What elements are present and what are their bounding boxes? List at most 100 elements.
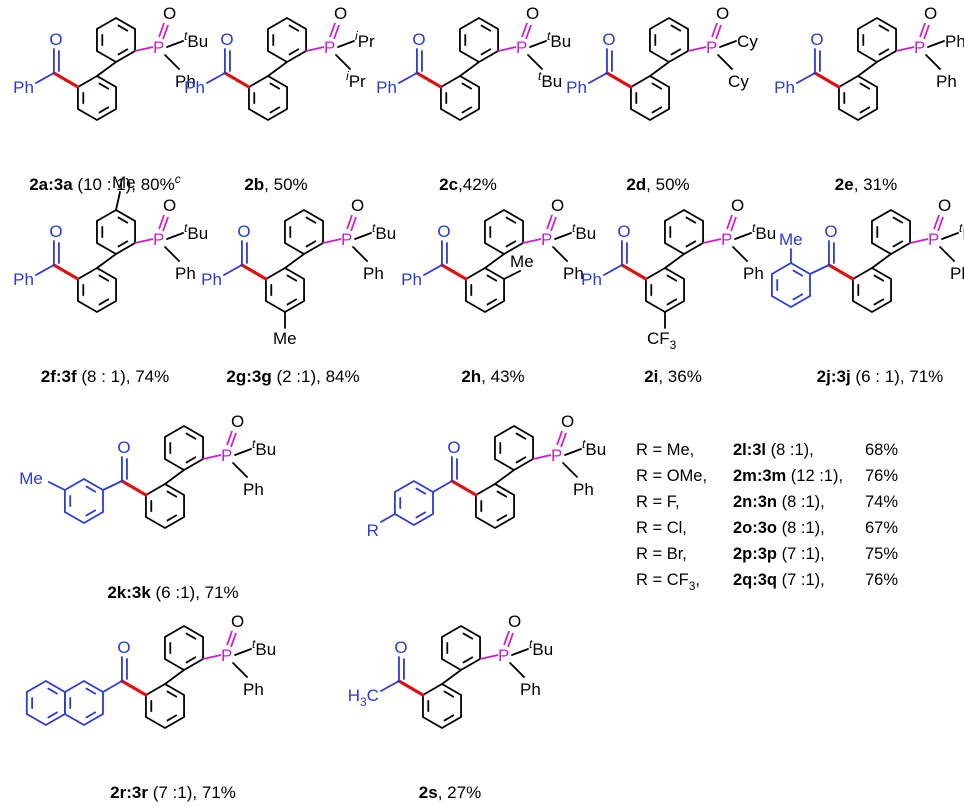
bond-line [496, 514, 508, 522]
r-group-table: R = Me,2l:3l (8 :1),68%R = OMe,2m:3m (12… [636, 441, 898, 593]
bond-line [380, 680, 400, 692]
phosphorus-atom: P [541, 230, 552, 249]
r-table-substituent: R = CF3, [636, 571, 700, 593]
carbonyl-oxygen: O [117, 438, 130, 457]
r-table-substituent: R = F, [636, 493, 680, 511]
p-substituent-1: tBu [252, 637, 276, 659]
bond-line [117, 240, 129, 248]
bond-line [603, 264, 623, 276]
compound-caption: 2f:3f (8 : 1), 74% [41, 367, 170, 386]
p-substituent-1: tBu [547, 29, 571, 51]
bond-line [52, 71, 80, 89]
p-substituent-1: tBu [252, 437, 276, 459]
bond-line [202, 654, 222, 660]
bond-line [479, 654, 499, 660]
bond-line [859, 82, 871, 90]
carbonyl-oxygen: O [824, 222, 837, 241]
r-table-ratio: 2l:3l (8 :1), [733, 441, 814, 459]
bond-line [134, 46, 154, 52]
p-substituent-1: tBu [582, 437, 606, 459]
p-substituent-2: Ph [175, 72, 196, 91]
bond-line [206, 72, 226, 84]
r-table-substituent: R = Cl, [636, 519, 687, 537]
bond-line [527, 54, 543, 70]
bond-line [461, 82, 473, 90]
bond-line [134, 238, 154, 244]
bond-line [47, 711, 58, 719]
compound-caption: 2d, 50% [626, 175, 689, 194]
bond-line [288, 24, 300, 32]
bond-line [96, 61, 117, 77]
p-substituent-2: Ph [243, 680, 264, 699]
phosphorus-atom: P [721, 230, 732, 249]
bond-line [166, 232, 184, 240]
bond-line [98, 106, 110, 114]
bond-line [47, 481, 66, 491]
naphthyl-ring-b [25, 679, 66, 727]
r-substituent: R [367, 521, 379, 540]
phosphorus-atom: P [516, 38, 527, 57]
r-table-substituent: R = Br, [636, 545, 687, 563]
bond-line [164, 246, 180, 262]
bond-line [459, 61, 480, 77]
bond-line [813, 71, 841, 89]
bond-line [329, 22, 336, 38]
r-table-yield: 67% [865, 519, 898, 537]
p-substituent-1: iPr [355, 29, 375, 51]
bond-line [486, 298, 498, 306]
bond-line [702, 238, 722, 244]
bond-line [562, 462, 578, 478]
bond-line [85, 711, 97, 719]
phosphorus-atom: P [221, 646, 232, 665]
carbonyl-oxygen: O [447, 438, 460, 457]
bond-line [102, 480, 123, 491]
compound-caption: 2s, 27% [419, 783, 481, 802]
methyl-group: Me [112, 173, 136, 192]
bond-line [554, 232, 572, 240]
bond-line [525, 24, 532, 40]
bond-line [185, 632, 197, 640]
bond-line [230, 632, 237, 648]
phosphorus-atom: P [551, 446, 562, 465]
phosphoryl-oxygen: O [163, 196, 176, 215]
bond-line [719, 40, 737, 48]
bond-line [333, 24, 340, 40]
bond-line [732, 246, 748, 262]
bond-line [859, 106, 871, 114]
bond-line [827, 263, 855, 281]
phosphorus-atom: P [498, 646, 509, 665]
r-table-ratio: 2p:3p (7 :1), [733, 545, 825, 563]
bond-line [892, 216, 904, 224]
bond-line [440, 263, 468, 281]
bond-line [443, 690, 455, 698]
carbonyl-oxygen: O [220, 30, 233, 49]
phosphoryl-oxygen: O [924, 4, 937, 23]
bond-line [711, 22, 718, 38]
bond-line [873, 298, 885, 306]
bond-line [162, 216, 169, 232]
bond-line [166, 714, 178, 722]
bond-line [532, 454, 552, 460]
bond-line [397, 679, 425, 697]
bond-line [927, 40, 945, 48]
bond-line [240, 263, 268, 281]
bond-line [507, 632, 514, 648]
p-substituent-1: tBu [529, 637, 553, 659]
carbonyl-oxygen: O [810, 30, 823, 49]
bond-line [461, 106, 473, 114]
bond-line [164, 669, 185, 685]
bond-line [878, 24, 890, 32]
bond-line [651, 106, 663, 114]
bond-line [937, 216, 944, 232]
bond-line [792, 269, 804, 277]
bond-line [223, 71, 251, 89]
bond-line [158, 214, 165, 230]
bond-line [305, 240, 317, 248]
bond-line [588, 72, 608, 84]
bond-line [117, 24, 129, 32]
carbonyl-oxygen: O [437, 222, 450, 241]
bond-line [232, 662, 248, 678]
